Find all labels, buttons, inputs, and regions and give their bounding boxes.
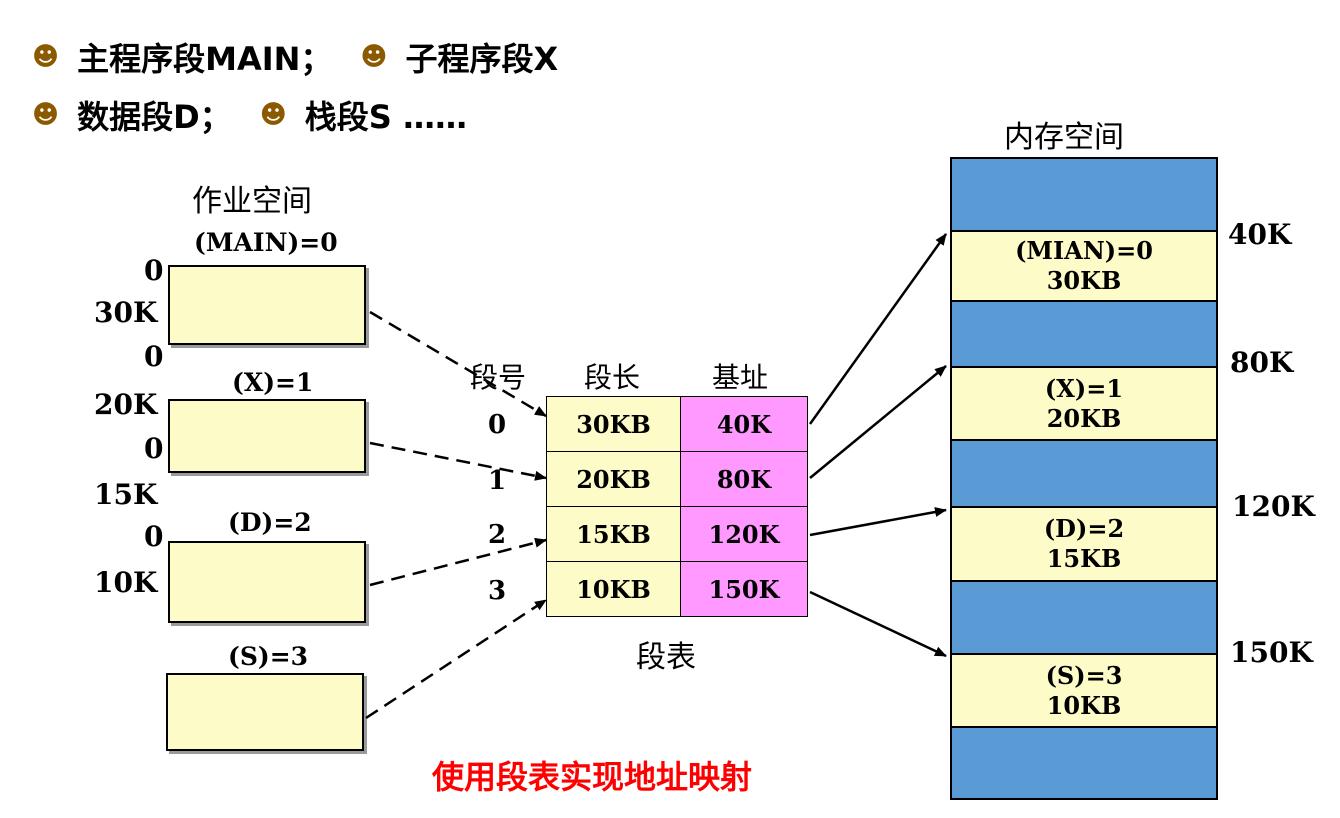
header-stack-segment: 栈段S …… — [304, 98, 467, 136]
memory-address-label: 120K — [1232, 490, 1315, 523]
table-base-cell: 80K — [680, 451, 808, 507]
dashed-arrow-s — [365, 598, 547, 720]
table-seg-no: 0 — [488, 410, 507, 440]
memory-block-name: (S)=3 — [1045, 660, 1123, 690]
job-segment-main-box — [168, 265, 366, 345]
dashed-arrow-x — [369, 441, 547, 481]
memory-free-block — [950, 728, 1218, 800]
memory-free-block — [950, 302, 1218, 368]
memory-main-block: (MIAN)=0 30KB — [950, 230, 1218, 302]
table-header-base: 基址 — [712, 361, 769, 394]
job-segment-start: 0 — [144, 432, 164, 465]
table-base-cell: 150K — [680, 561, 808, 617]
header-line-1: ☻ 主程序段MAIN； ☻ 子程序段X — [32, 34, 558, 80]
solid-arrow-main — [808, 233, 948, 425]
job-segment-s-box — [166, 673, 364, 751]
memory-block-name: (D)=2 — [1043, 514, 1125, 543]
job-segment-name: (X)=1 — [232, 368, 314, 397]
memory-address-label: 40K — [1228, 218, 1292, 251]
smiley-bullet-icon: ☻ — [259, 100, 287, 130]
header-main-segment: 主程序段MAIN； — [77, 40, 333, 78]
memory-free-block — [950, 157, 1218, 232]
job-segment-start: 0 — [144, 340, 164, 373]
header-data-segment: 数据段D； — [77, 98, 232, 136]
job-segment-start: 0 — [144, 520, 164, 553]
job-segment-end: 10K — [94, 566, 158, 599]
table-header-seg-no: 段号 — [470, 361, 527, 394]
memory-address-label: 80K — [1230, 346, 1294, 379]
smiley-bullet-icon: ☻ — [32, 100, 60, 130]
memory-x-block: (X)=1 20KB — [950, 366, 1218, 441]
table-base-cell: 120K — [680, 506, 808, 562]
solid-arrow-d — [809, 507, 947, 537]
job-segment-name: (S)=3 — [228, 642, 309, 671]
memory-block-name: (X)=1 — [1044, 373, 1124, 403]
solid-arrow-x — [809, 365, 947, 479]
job-segment-start: 0 — [144, 254, 164, 287]
memory-free-block — [950, 582, 1218, 654]
table-seg-no: 3 — [488, 576, 507, 606]
job-segment-x-box — [168, 399, 366, 473]
header-sub-segment: 子程序段X — [405, 40, 559, 78]
job-segment-d-box — [168, 541, 366, 623]
memory-s-block: (S)=3 10KB — [950, 653, 1218, 728]
job-segment-name: (D)=2 — [228, 508, 312, 537]
dashed-arrow-main — [369, 310, 547, 418]
smiley-bullet-icon: ☻ — [32, 42, 60, 72]
table-length-cell: 30KB — [546, 396, 681, 452]
memory-d-block: (D)=2 15KB — [950, 506, 1218, 582]
dashed-arrow-d — [369, 537, 547, 587]
memory-address-label: 150K — [1230, 636, 1313, 669]
solid-arrow-s — [809, 590, 947, 658]
job-segment-name: (MAIN)=0 — [194, 228, 338, 257]
table-length-cell: 10KB — [546, 561, 681, 617]
table-header-length: 段长 — [584, 361, 641, 394]
table-base-cell: 40K — [680, 396, 808, 452]
job-segment-end: 15K — [94, 478, 158, 511]
smiley-bullet-icon: ☻ — [360, 42, 388, 72]
memory-block-name: (MIAN)=0 — [1015, 236, 1153, 265]
memory-block-size: 20KB — [1046, 403, 1122, 433]
memory-block-size: 15KB — [1046, 544, 1122, 573]
job-segment-end: 20K — [94, 388, 158, 421]
header-line-2: ☻ 数据段D； ☻ 栈段S …… — [32, 92, 467, 138]
table-seg-no: 1 — [488, 466, 507, 496]
table-length-cell: 20KB — [546, 451, 681, 507]
table-seg-no: 2 — [488, 520, 507, 550]
job-segment-end: 30K — [94, 296, 158, 329]
memory-block-size: 10KB — [1046, 690, 1122, 720]
memory-space-title: 内存空间 — [1004, 120, 1124, 155]
memory-free-block — [950, 441, 1218, 507]
segment-table-caption: 段表 — [636, 640, 696, 675]
memory-block-size: 30KB — [1046, 266, 1122, 295]
job-space-title: 作业空间 — [192, 184, 312, 219]
footer-caption: 使用段表实现地址映射 — [432, 758, 753, 796]
